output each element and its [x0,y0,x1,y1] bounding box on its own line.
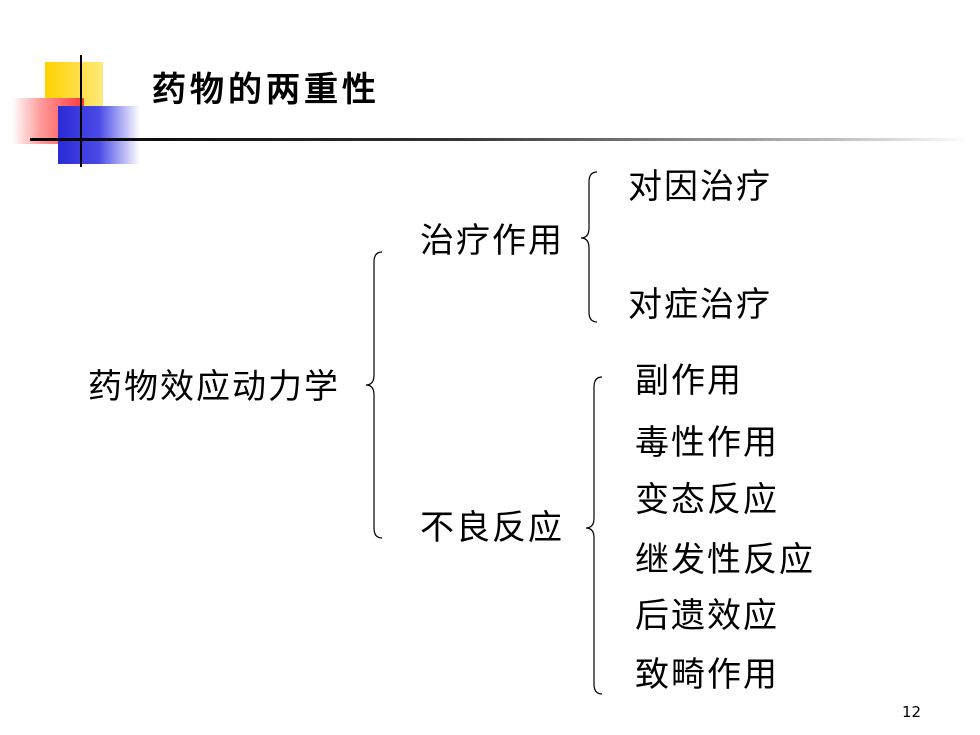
therapeutic-item: 对因治疗 [628,167,772,207]
adverse-label: 不良反应 [420,508,564,548]
title-underline [30,138,970,141]
adverse-item: 后遗效应 [635,596,779,636]
adverse-item: 变态反应 [635,480,779,520]
therapeutic-bracket [580,171,598,323]
slide-title: 药物的两重性 [152,70,380,110]
decor-blue-square [58,106,140,164]
therapeutic-item: 对症治疗 [628,285,772,325]
adverse-item: 继发性反应 [635,540,815,580]
page-number: 12 [902,703,922,721]
root-label: 药物效应动力学 [88,367,340,407]
adverse-bracket [585,376,603,695]
decor-vertical-line [80,55,82,167]
adverse-item: 副作用 [635,361,743,401]
therapeutic-label: 治疗作用 [420,221,564,261]
adverse-item: 致畸作用 [635,655,779,695]
adverse-item: 毒性作用 [635,423,779,463]
root-bracket [365,251,383,539]
